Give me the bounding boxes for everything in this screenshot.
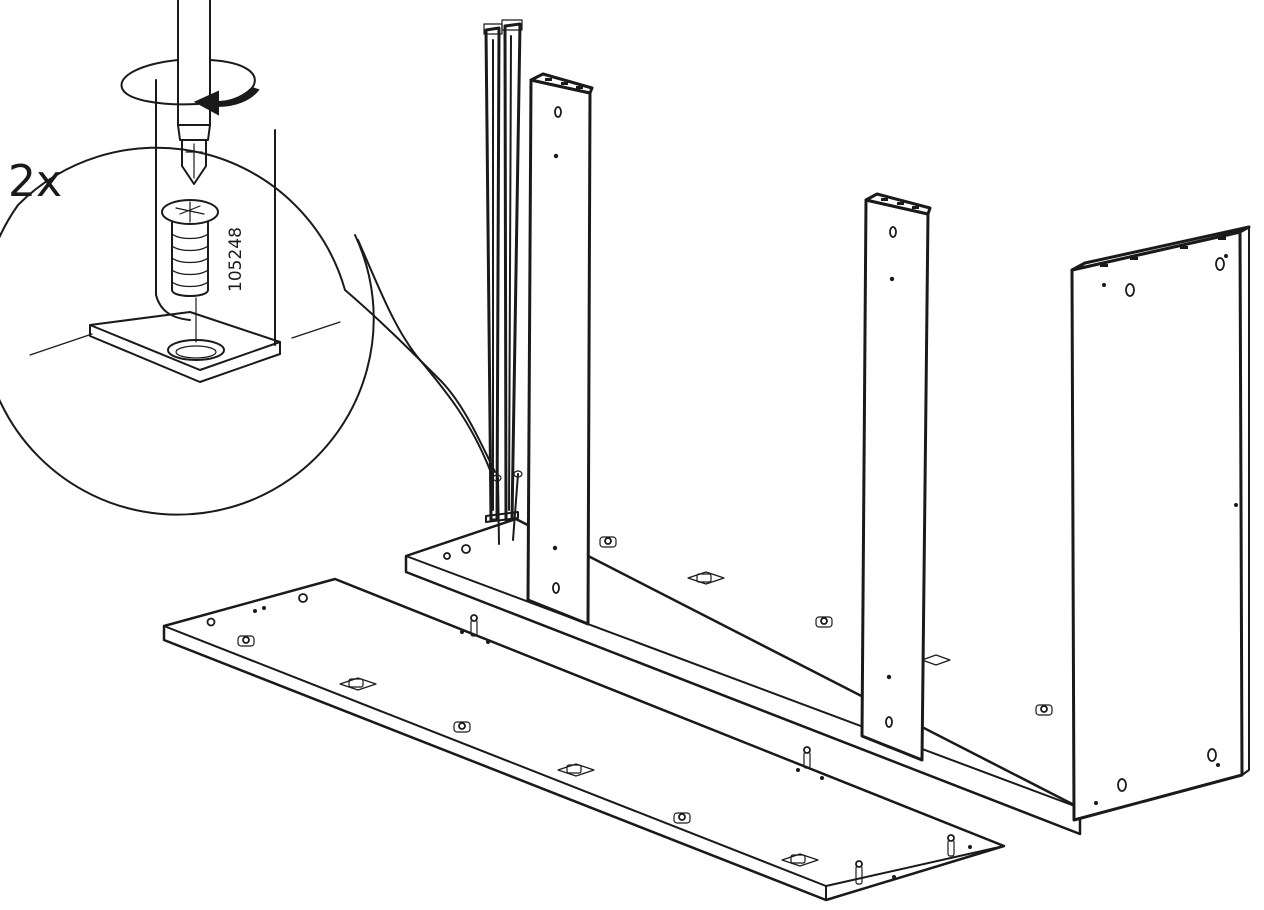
clockwise-rotation-arrow-icon (120, 59, 260, 116)
dowel-pin (855, 860, 863, 885)
cam-fitting (1035, 704, 1053, 716)
front-base-panel (162, 577, 1006, 902)
cam-fitting (673, 812, 691, 824)
cam-connector (557, 763, 595, 777)
screwdriver (177, 0, 211, 185)
dowel-pin (803, 746, 811, 769)
detail-callout: 2x 105248 (0, 0, 496, 516)
left-upright-panel (526, 72, 594, 626)
cam-connector (781, 853, 819, 867)
cam-fitting (237, 635, 255, 647)
cam-connector (921, 654, 951, 666)
thin-rail-pair (483, 19, 523, 545)
cam-fitting (453, 721, 471, 733)
dowel-pin (470, 614, 478, 637)
cam-fitting (815, 616, 833, 628)
right-side-panel (1070, 225, 1251, 822)
screw (492, 474, 502, 545)
cam-fitting (599, 536, 617, 548)
screw (161, 199, 219, 343)
quantity-label: 2x (8, 156, 62, 207)
dowel-pin (947, 834, 955, 857)
bracket-foot (89, 311, 281, 383)
middle-upright-panel (860, 192, 932, 762)
screw (512, 470, 523, 541)
cam-connector (339, 677, 377, 691)
cam-connector (687, 571, 725, 585)
part-number-label: 105248 (226, 227, 246, 292)
